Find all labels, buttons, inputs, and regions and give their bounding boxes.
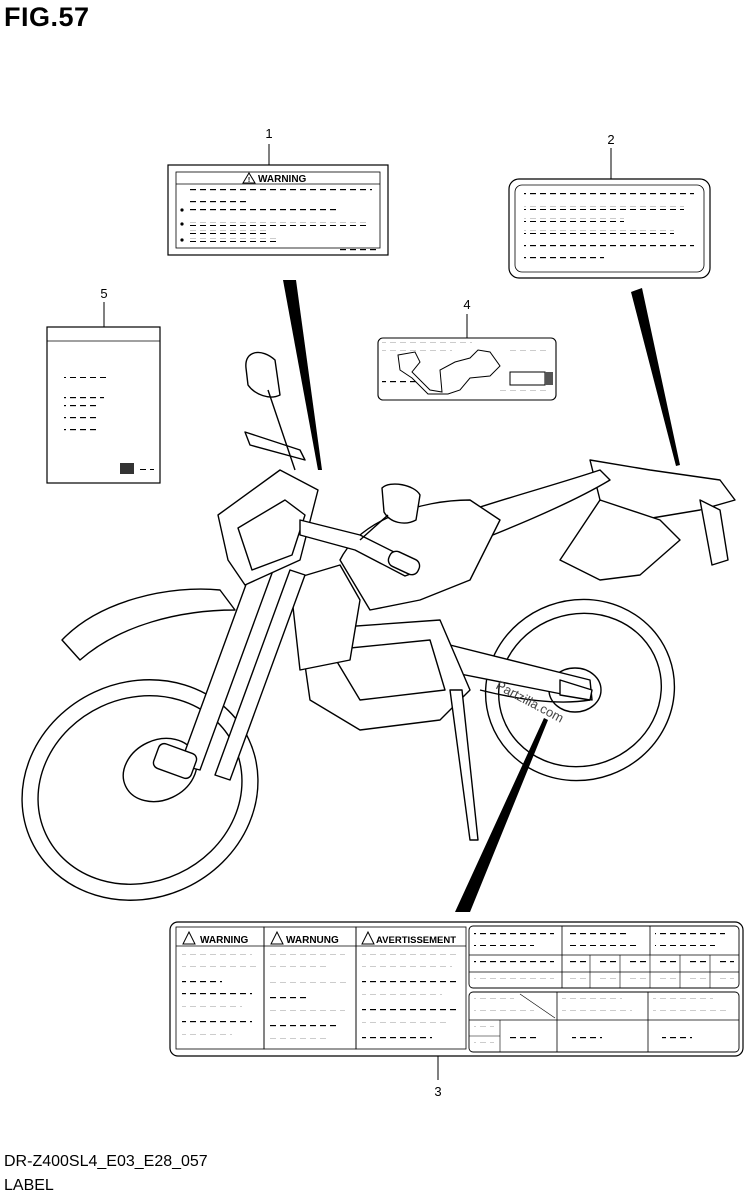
leader-lines — [103, 144, 680, 1080]
label-2 — [508, 178, 711, 279]
callout-1: 1 — [265, 126, 272, 141]
label-3-heading-fr: AVERTISSEMENT — [376, 935, 456, 946]
section-label: LABEL — [4, 1177, 54, 1194]
svg-text:!: ! — [248, 177, 250, 184]
callout-3: 3 — [434, 1084, 441, 1099]
figure-title: FIG.57 — [4, 2, 90, 32]
label-3-heading-en: WARNING — [200, 935, 249, 946]
label-4 — [377, 337, 557, 401]
label-3-multilingual: WARNING WARNUNG AVERTISSEMENT — [169, 921, 744, 1057]
model-code: DR-Z400SL4_E03_E28_057 — [4, 1153, 208, 1170]
callout-2: 2 — [607, 132, 614, 147]
label-5-manual — [46, 326, 161, 484]
callout-5: 5 — [100, 286, 107, 301]
label-3-heading-de: WARNUNG — [286, 935, 339, 946]
motorcycle-drawing — [21, 351, 736, 901]
callout-4: 4 — [463, 297, 470, 312]
label-1-heading: WARNING — [258, 174, 307, 185]
label-1-warning: ! WARNING — [167, 164, 389, 256]
